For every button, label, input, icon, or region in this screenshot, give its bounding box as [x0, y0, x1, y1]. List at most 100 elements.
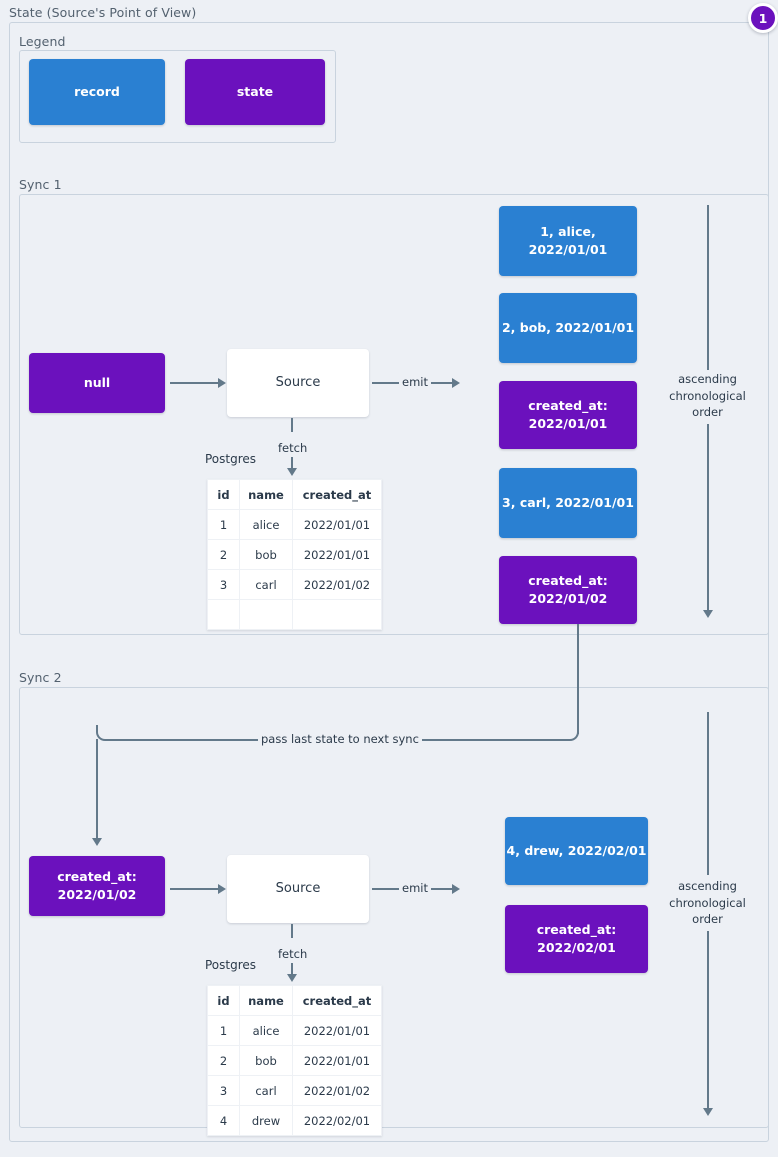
cell-id: 2 [207, 1045, 240, 1076]
sync2-fetch-line-lower [291, 963, 293, 977]
cell-id [207, 599, 240, 630]
sync1-col-created-at: created_at [292, 479, 382, 510]
pass-state-elbow-right [568, 725, 579, 741]
sync2-title: Sync 2 [19, 670, 62, 685]
sync2-state-to-source-arrowhead [218, 884, 226, 894]
sync2-emitted-state-1: created_at: 2022/02/01 [505, 905, 648, 973]
sync1-order-line-lower [707, 424, 709, 612]
sync2-table: id name created_at 1 alice 2022/01/01 2 … [207, 985, 382, 1136]
sync2-emit-line-left [372, 888, 402, 890]
legend-frame [19, 50, 336, 143]
sync1-emitted-state-2: created_at: 2022/01/02 [499, 556, 637, 624]
sync1-order-line-upper [707, 205, 709, 370]
sync1-emitted-record-2: 2, bob, 2022/01/01 [499, 293, 637, 363]
sync2-emit-arrowhead [452, 884, 460, 894]
cell-name: bob [239, 539, 293, 570]
table-row: 4 drew 2022/02/01 [207, 1105, 382, 1136]
table-row: 3 carl 2022/01/02 [207, 1075, 382, 1106]
legend-swatch-record: record [29, 59, 165, 125]
sync1-order-label: ascending chronological order [660, 371, 755, 421]
sync1-emit-line-right [431, 382, 455, 384]
cell-name: drew [239, 1105, 293, 1136]
sync1-table-header-row: id name created_at [207, 479, 382, 510]
sync2-col-name: name [239, 985, 293, 1016]
sync2-emitted-record-1: 4, drew, 2022/02/01 [505, 817, 648, 885]
sync1-col-name: name [239, 479, 293, 510]
sync1-fetch-line-lower [291, 457, 293, 471]
cell-name [239, 599, 293, 630]
cell-name: alice [239, 509, 293, 540]
sync1-title: Sync 1 [19, 177, 62, 192]
legend-swatch-state: state [185, 59, 325, 125]
sync2-order-label: ascending chronological order [660, 878, 755, 928]
sync1-col-id: id [207, 479, 240, 510]
cell-created-at: 2022/01/01 [292, 539, 382, 570]
sync1-emitted-state-1: created_at: 2022/01/01 [499, 381, 637, 449]
cell-created-at: 2022/01/01 [292, 509, 382, 540]
pass-state-line-right-segment [416, 739, 569, 741]
sync1-fetch-line-upper [291, 418, 293, 432]
cell-name: carl [239, 1075, 293, 1106]
sync1-emit-label: emit [399, 375, 431, 389]
sync1-table: id name created_at 1 alice 2022/01/01 2 … [207, 479, 382, 630]
pass-state-label: pass last state to next sync [258, 732, 422, 746]
sync2-col-created-at: created_at [292, 985, 382, 1016]
sync2-fetch-label: fetch [275, 947, 311, 961]
sync2-order-arrowhead [703, 1108, 713, 1116]
sync1-emitted-record-1: 1, alice, 2022/01/01 [499, 206, 637, 276]
sync2-col-id: id [207, 985, 240, 1016]
sync2-source-node: Source [227, 855, 369, 923]
sync2-emit-line-right [431, 888, 455, 890]
cell-name: carl [239, 569, 293, 600]
table-row [207, 599, 382, 630]
pass-state-line-left-segment [106, 739, 258, 741]
cell-created-at: 2022/01/02 [292, 1075, 382, 1106]
cell-id: 3 [207, 569, 240, 600]
sync1-input-state: null [29, 353, 165, 413]
sync2-table-header-row: id name created_at [207, 985, 382, 1016]
sync2-fetch-arrowhead [287, 974, 297, 982]
sync2-fetch-line-upper [291, 924, 293, 938]
cell-name: alice [239, 1015, 293, 1046]
sync2-state-to-source-line [170, 888, 218, 890]
cell-id: 3 [207, 1075, 240, 1106]
sync2-emit-label: emit [399, 881, 431, 895]
legend-title: Legend [19, 34, 66, 49]
cell-id: 2 [207, 539, 240, 570]
sync1-order-arrowhead [703, 610, 713, 618]
table-row: 3 carl 2022/01/02 [207, 569, 382, 600]
pass-state-elbow-left [96, 725, 107, 741]
sync2-order-line-upper [707, 712, 709, 875]
pass-state-line-into-state [96, 739, 98, 840]
sync1-state-to-source-arrowhead [218, 378, 226, 388]
step-badge[interactable]: 1 [748, 3, 778, 33]
cell-id: 4 [207, 1105, 240, 1136]
sync1-db-label: Postgres [205, 452, 257, 466]
pass-state-line-down [577, 624, 579, 734]
sync2-frame [19, 687, 769, 1128]
cell-id: 1 [207, 1015, 240, 1046]
table-row: 1 alice 2022/01/01 [207, 1015, 382, 1046]
sync1-fetch-arrowhead [287, 468, 297, 476]
table-row: 1 alice 2022/01/01 [207, 509, 382, 540]
table-row: 2 bob 2022/01/01 [207, 539, 382, 570]
cell-id: 1 [207, 509, 240, 540]
sync1-source-node: Source [227, 349, 369, 417]
sync1-emit-arrowhead [452, 378, 460, 388]
sync2-order-line-lower [707, 931, 709, 1110]
diagram-title: State (Source's Point of View) [9, 5, 197, 20]
cell-created-at: 2022/01/01 [292, 1045, 382, 1076]
sync1-emitted-record-3: 3, carl, 2022/01/01 [499, 468, 637, 538]
cell-created-at: 2022/01/01 [292, 1015, 382, 1046]
sync2-input-state: created_at: 2022/01/02 [29, 856, 165, 916]
sync1-frame [19, 194, 769, 635]
cell-name: bob [239, 1045, 293, 1076]
sync1-state-to-source-line [170, 382, 218, 384]
cell-created-at [292, 599, 382, 630]
table-row: 2 bob 2022/01/01 [207, 1045, 382, 1076]
pass-state-arrowhead [92, 838, 102, 846]
sync2-db-label: Postgres [205, 958, 257, 972]
cell-created-at: 2022/01/02 [292, 569, 382, 600]
sync1-emit-line-left [372, 382, 402, 384]
sync1-fetch-label: fetch [275, 441, 311, 455]
